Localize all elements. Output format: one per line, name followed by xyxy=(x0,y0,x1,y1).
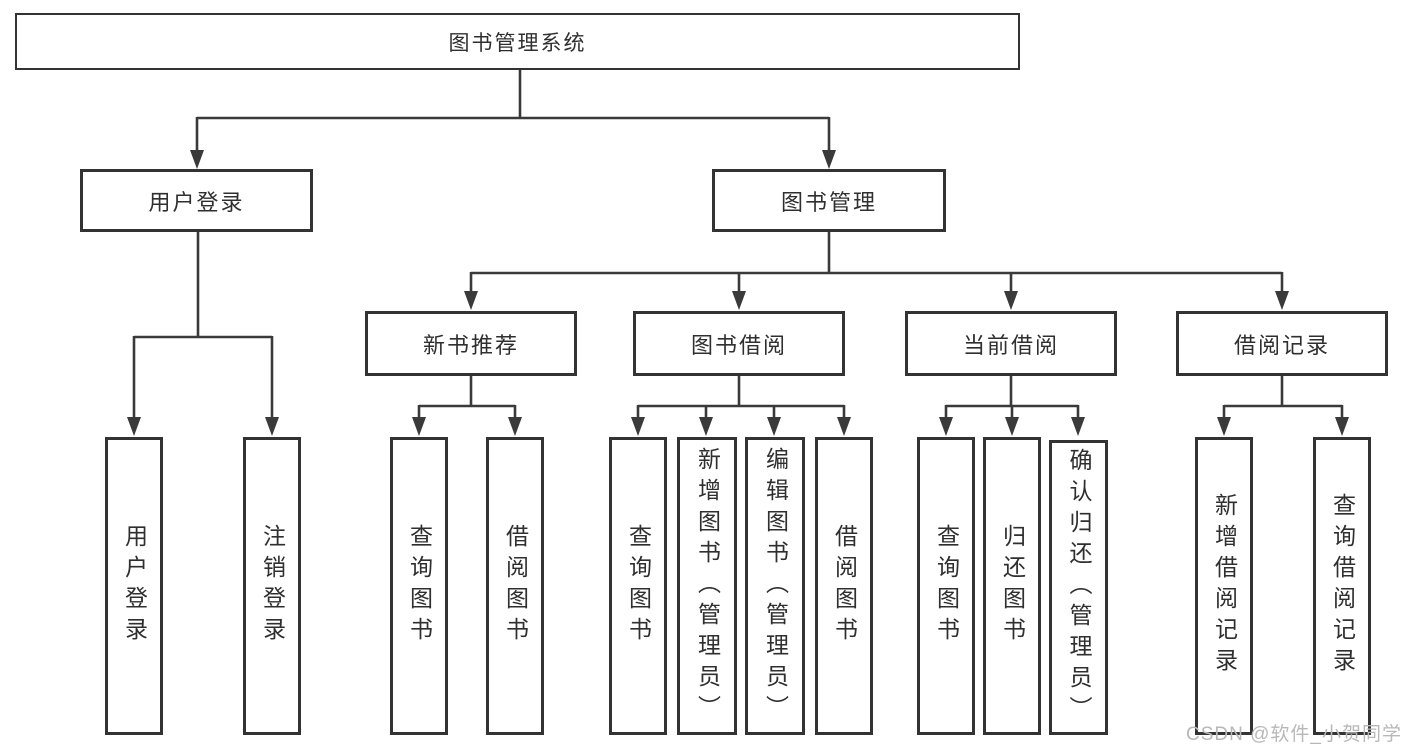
leaf-label: 新增借阅记录 xyxy=(1211,493,1238,679)
arrow-down-icon xyxy=(631,417,645,436)
leaf-label: 查询借阅记录 xyxy=(1329,493,1356,679)
arrow-down-icon xyxy=(1004,291,1018,310)
arrow-down-icon xyxy=(1071,417,1085,436)
arrow-down-icon xyxy=(732,291,746,310)
arrow-down-icon xyxy=(822,150,836,169)
arrow-down-icon xyxy=(1005,417,1019,436)
leaf-return-book: 归还图书 xyxy=(983,437,1041,735)
arrow-down-icon xyxy=(412,417,426,436)
leaf-label: 注销登录 xyxy=(259,524,286,648)
leaf-query-books-borrow: 查询图书 xyxy=(609,437,667,735)
arrow-down-icon xyxy=(767,417,781,436)
leaf-add-borrow-record: 新增借阅记录 xyxy=(1195,437,1253,735)
arrow-down-icon xyxy=(265,417,279,436)
leaf-logout: 注销登录 xyxy=(243,437,301,735)
leaf-user-login: 用户登录 xyxy=(105,437,163,735)
leaf-query-borrow-record: 查询借阅记录 xyxy=(1313,437,1371,735)
leaf-label: 查询图书 xyxy=(933,524,960,648)
leaf-label: 借阅图书 xyxy=(831,524,858,648)
leaf-label: 编辑图书（管理员） xyxy=(762,446,789,726)
leaf-label: 查询图书 xyxy=(406,524,433,648)
leaf-label: 新增图书（管理员） xyxy=(694,446,721,726)
node-book-management: 图书管理 xyxy=(712,169,946,232)
arrow-down-icons xyxy=(127,150,1349,436)
leaf-borrow-books: 借阅图书 xyxy=(815,437,873,735)
node-label: 用户登录 xyxy=(148,189,245,215)
csdn-watermark: CSDN @软件_小贺同学 xyxy=(1186,724,1402,745)
arrow-down-icon xyxy=(464,291,478,310)
arrow-down-icon xyxy=(508,417,522,436)
arrow-down-icon xyxy=(190,150,204,169)
node-library-management-system: 图书管理系统 xyxy=(15,13,1020,70)
node-label: 新书推荐 xyxy=(422,332,519,358)
leaf-borrow-books-recommend: 借阅图书 xyxy=(486,437,544,735)
leaf-query-books-current: 查询图书 xyxy=(917,437,975,735)
arrow-down-icon xyxy=(1335,417,1349,436)
node-book-borrow: 图书借阅 xyxy=(633,311,845,376)
node-current-borrow: 当前借阅 xyxy=(905,311,1117,376)
arrow-down-icon xyxy=(1217,417,1231,436)
node-new-book-recommend: 新书推荐 xyxy=(365,311,577,376)
leaf-label: 确认归还（管理员） xyxy=(1066,448,1092,727)
leaf-edit-book-admin: 编辑图书（管理员） xyxy=(745,437,805,735)
node-label: 图书管理 xyxy=(780,189,877,215)
leaf-add-book-admin: 新增图书（管理员） xyxy=(677,437,737,735)
node-user-login: 用户登录 xyxy=(80,169,313,232)
arrow-down-icon xyxy=(699,417,713,436)
arrow-down-icon xyxy=(939,417,953,436)
leaf-label: 借阅图书 xyxy=(502,524,529,648)
leaf-confirm-return-admin: 确认归还（管理员） xyxy=(1049,440,1108,735)
node-borrow-records: 借阅记录 xyxy=(1176,311,1388,376)
arrow-down-icon xyxy=(837,417,851,436)
arrow-down-icon xyxy=(127,417,141,436)
arrow-down-icon xyxy=(1275,291,1289,310)
leaf-query-books-recommend: 查询图书 xyxy=(390,437,448,735)
leaf-label: 归还图书 xyxy=(999,524,1026,648)
node-label: 图书借阅 xyxy=(690,332,787,358)
node-label: 图书管理系统 xyxy=(448,31,587,55)
leaf-label: 用户登录 xyxy=(121,524,148,648)
node-label: 当前借阅 xyxy=(962,332,1059,358)
node-label: 借阅记录 xyxy=(1233,332,1330,358)
leaf-label: 查询图书 xyxy=(625,524,652,648)
